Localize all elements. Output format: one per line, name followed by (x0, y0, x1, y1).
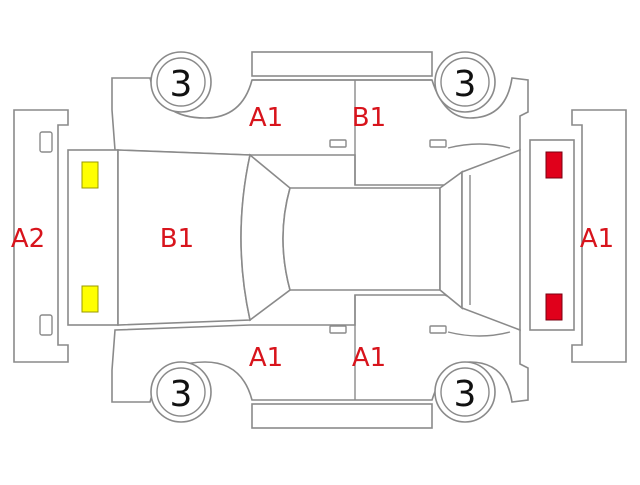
wheel-bottom-right: 3 (434, 361, 496, 423)
wheel-top-right: 3 (434, 51, 496, 113)
headlight-marker-top (81, 161, 99, 189)
upper-roof-strip (251, 51, 433, 77)
front-bumper-panel (13, 109, 69, 363)
wheel-score-top-right: 3 (454, 64, 477, 105)
label-right-front-door: A1 (249, 343, 283, 373)
headlight-marker-bottom (81, 285, 99, 313)
upper-side-body (111, 77, 529, 186)
rear-bumper-panel (571, 109, 627, 363)
wheel-score-bottom-left: 3 (170, 374, 193, 415)
label-front-bumper: A2 (11, 224, 45, 254)
rear-window (439, 170, 463, 310)
label-right-rear-door: A1 (352, 343, 386, 373)
trunk-panel (461, 148, 521, 332)
top-view-body (67, 139, 575, 332)
lower-roof-strip (251, 403, 433, 429)
wheel-top-left: 3 (150, 51, 212, 113)
roof-panel (282, 187, 441, 291)
wheel-score-bottom-right: 3 (454, 374, 477, 415)
label-hood: B1 (160, 224, 194, 254)
taillight-marker-top (545, 151, 563, 179)
taillight-marker-bottom (545, 293, 563, 321)
wheel-bottom-left: 3 (150, 361, 212, 423)
label-left-front-door: A1 (249, 103, 283, 133)
label-rear-bumper: A1 (580, 224, 614, 254)
wheel-score-top-left: 3 (170, 64, 193, 105)
label-left-rear-door: B1 (352, 103, 386, 133)
